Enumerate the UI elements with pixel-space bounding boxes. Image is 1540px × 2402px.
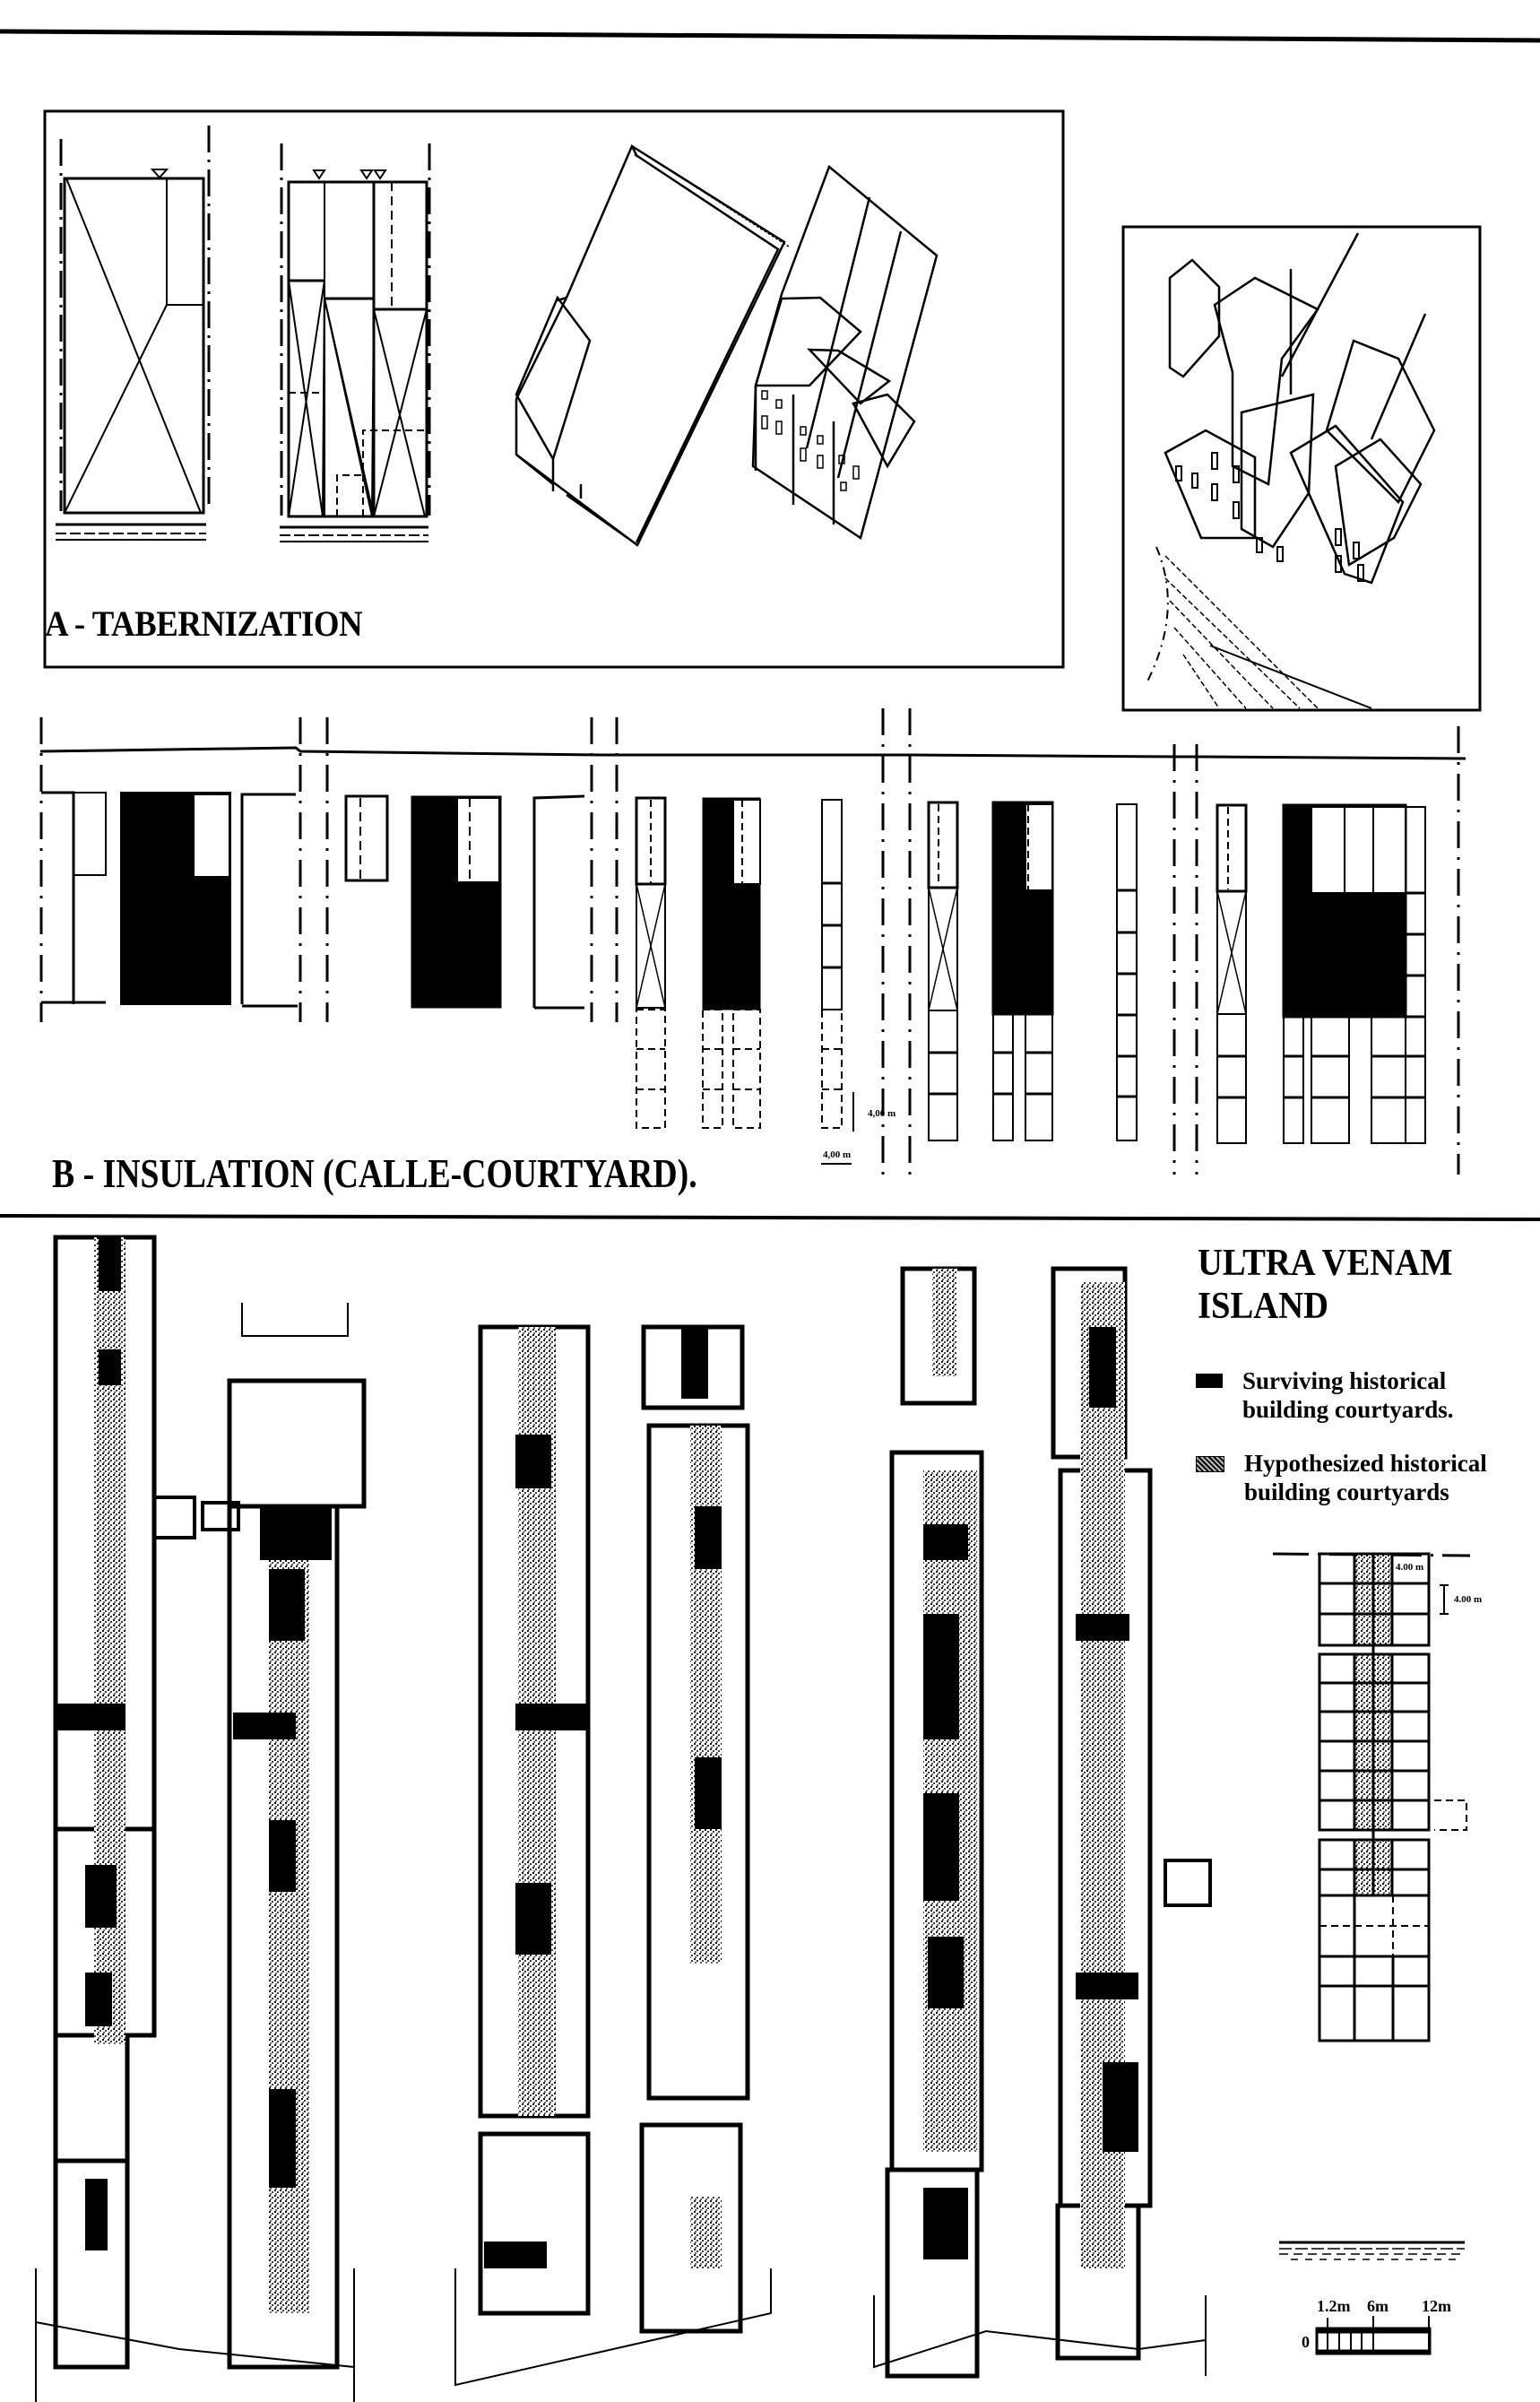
island-title-line1: ULTRA VENAM bbox=[1198, 1243, 1453, 1284]
legend-hypothesized-line1: Hypothesized historical bbox=[1244, 1450, 1487, 1477]
stipple-swatch-icon bbox=[1196, 1456, 1224, 1472]
island-title: ULTRA VENAM ISLAND bbox=[1198, 1242, 1453, 1328]
scale-label-6m: 6m bbox=[1367, 2297, 1389, 2315]
stage-5 bbox=[1216, 803, 1426, 1144]
dimension-horizontal-label: 4,00 m bbox=[823, 1149, 852, 1160]
scale-label-1-2m: 1.2m bbox=[1317, 2297, 1351, 2315]
solid-swatch-icon bbox=[1196, 1374, 1223, 1388]
plan-subdivided-lot bbox=[280, 143, 431, 542]
iso-single-building bbox=[515, 144, 790, 547]
island-title-line2: ISLAND bbox=[1198, 1286, 1329, 1327]
section-a-frame bbox=[43, 109, 1065, 669]
section-divider bbox=[0, 1214, 1540, 1221]
perspective-street-view bbox=[1121, 225, 1482, 712]
legend-surviving-line1: Surviving historical bbox=[1242, 1367, 1447, 1394]
grid-dimension-2: 4.00 m bbox=[1454, 1594, 1483, 1605]
legend-surviving: Surviving historical building courtyards… bbox=[1196, 1366, 1454, 1424]
section-b-stages bbox=[39, 708, 1466, 1175]
stage-2 bbox=[344, 794, 585, 1010]
plan-single-lot bbox=[56, 126, 211, 541]
legend-hypothesized-line2: building courtyards bbox=[1244, 1478, 1449, 1505]
stage-4 bbox=[927, 801, 1138, 1141]
scale-label-12m: 12m bbox=[1422, 2297, 1451, 2315]
stage-3 bbox=[635, 796, 854, 1165]
legend-surviving-line2: building courtyards. bbox=[1242, 1396, 1454, 1423]
stage-1 bbox=[41, 791, 298, 1008]
dimension-vertical-label: 4,00 m bbox=[868, 1108, 896, 1119]
section-a-title: A - TABERNIZATION bbox=[45, 603, 363, 644]
iso-subdivided-houses bbox=[751, 164, 939, 541]
model-grid bbox=[1272, 1552, 1471, 2355]
top-rule bbox=[0, 29, 1540, 43]
section-b-title: B - INSULATION (CALLE-COURTYARD). bbox=[52, 1150, 697, 1196]
scale-label-zero: 0 bbox=[1302, 2333, 1310, 2351]
legend-hypothesized: Hypothesized historical building courtya… bbox=[1196, 1449, 1487, 1506]
grid-dimension-1: 4.00 m bbox=[1396, 1562, 1424, 1573]
ultra-venam-plans bbox=[35, 1235, 1212, 2402]
